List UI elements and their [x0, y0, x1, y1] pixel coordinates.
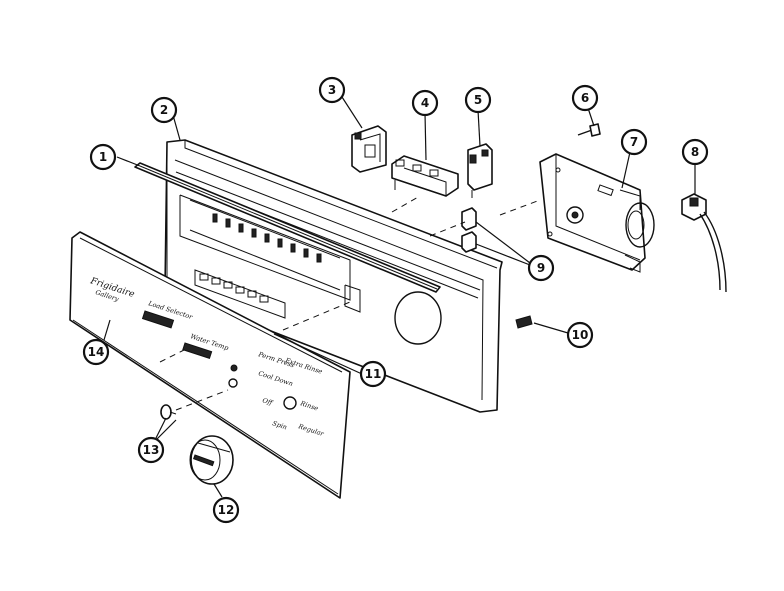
screw: [577, 123, 601, 137]
callout-12: 12: [212, 496, 240, 524]
switch-block: [391, 155, 459, 197]
callout-label: 3: [328, 83, 336, 97]
callout-label: 4: [421, 96, 429, 110]
panel-indicator-ring: [228, 378, 238, 388]
callout-label: 9: [537, 261, 545, 275]
callout-label: 8: [691, 145, 699, 159]
callout-label: 14: [88, 345, 105, 359]
switch-bracket: [351, 125, 387, 173]
callout-8: 8: [681, 138, 709, 166]
switch-slots: [212, 213, 322, 263]
callout-label: 1: [99, 150, 107, 164]
leader-lines: [103, 96, 696, 498]
control-knob: [189, 435, 234, 485]
callout-13: 13: [137, 436, 165, 464]
callout-14: 14: [82, 338, 110, 366]
small-switch: [467, 143, 493, 198]
panel-knob-hole: [283, 396, 297, 410]
callout-4: 4: [411, 89, 439, 117]
callout-label: 13: [143, 443, 160, 457]
callout-11: 11: [359, 360, 387, 388]
assembly-lines: [159, 195, 541, 411]
timer-assembly: [539, 153, 655, 273]
callout-label: 6: [581, 91, 589, 105]
panel-label-off: Off: [261, 396, 274, 407]
callout-5: 5: [464, 86, 492, 114]
panel-indicator-light: [230, 364, 238, 372]
callout-label: 11: [365, 367, 382, 381]
clips: [461, 207, 477, 253]
panel-display-window: [141, 310, 175, 329]
callout-2: 2: [150, 96, 178, 124]
front-panel: Frigidaire Gallery Load Selector Water T…: [69, 231, 351, 499]
callout-6: 6: [571, 84, 599, 112]
small-clip: [515, 315, 533, 329]
callout-1: 1: [89, 143, 117, 171]
wire-harness: [681, 193, 727, 293]
callout-label: 7: [630, 135, 638, 149]
callout-label: 10: [572, 328, 589, 342]
trim-strip: [134, 162, 441, 293]
knob-opening: [394, 291, 442, 345]
indicator-lamp: [160, 404, 177, 420]
callout-3: 3: [318, 76, 346, 104]
callout-label: 5: [474, 93, 482, 107]
callout-label: 2: [160, 103, 168, 117]
callout-7: 7: [620, 128, 648, 156]
callout-10: 10: [566, 321, 594, 349]
callout-label: 12: [218, 503, 235, 517]
panel-switch-window: [182, 342, 213, 359]
callout-9: 9: [527, 254, 555, 282]
